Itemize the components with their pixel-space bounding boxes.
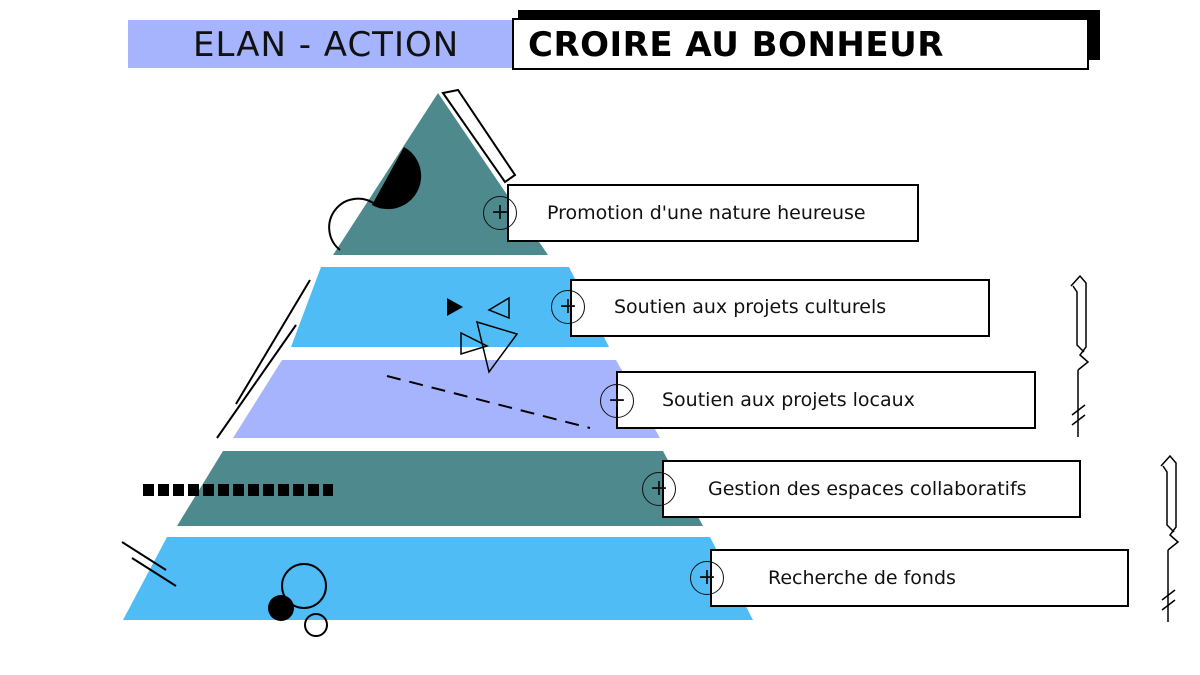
square-dots-decor bbox=[143, 484, 333, 496]
pyramid-level-5-shape bbox=[123, 537, 753, 620]
plus-circle-icon[interactable]: + bbox=[600, 384, 634, 418]
pyramid-level-3-shape bbox=[233, 360, 660, 438]
level-box-4 bbox=[662, 460, 1081, 518]
dashed-line-decor bbox=[386, 375, 591, 429]
plus-circle-icon[interactable]: + bbox=[551, 290, 585, 324]
plus-circle-icon[interactable]: + bbox=[483, 196, 517, 230]
level-box-2 bbox=[570, 279, 990, 337]
left-slant-line-2 bbox=[216, 324, 297, 439]
pyramid-level-4-shape bbox=[177, 451, 703, 526]
right-bracket-decor-2 bbox=[1160, 454, 1180, 622]
large-circle-decor bbox=[281, 563, 327, 609]
half-moon-fill bbox=[376, 148, 409, 204]
open-circle-decor bbox=[328, 197, 377, 251]
filled-triangle-decor bbox=[447, 298, 463, 316]
page-title-left: ELAN - ACTION bbox=[193, 25, 460, 65]
cross-line-decor-2 bbox=[131, 557, 177, 587]
level-label-1: Promotion d'une nature heureuse bbox=[547, 202, 866, 224]
level-box-5 bbox=[710, 549, 1129, 607]
left-slant-line-1 bbox=[235, 279, 311, 405]
small-circle-decor bbox=[304, 613, 328, 637]
title-left-panel bbox=[128, 20, 513, 68]
level-label-3: Soutien aux projets locaux bbox=[662, 389, 915, 411]
apex-decor-shape bbox=[441, 88, 517, 184]
level-label-4: Gestion des espaces collaboratifs bbox=[708, 478, 1027, 500]
plus-circle-icon[interactable]: + bbox=[690, 561, 724, 595]
outline-triangle-decor-1 bbox=[487, 296, 510, 320]
level-label-2: Soutien aux projets culturels bbox=[614, 296, 887, 318]
level-box-3 bbox=[616, 371, 1036, 429]
title-right-panel bbox=[512, 18, 1089, 70]
right-bracket-decor-1 bbox=[1070, 274, 1090, 437]
cross-line-decor-1 bbox=[121, 541, 167, 571]
plus-circle-icon[interactable]: + bbox=[642, 472, 676, 506]
level-label-5: Recherche de fonds bbox=[768, 567, 956, 589]
level-box-1 bbox=[507, 184, 919, 242]
outline-triangle-decor-3 bbox=[460, 331, 490, 356]
page-title-right: CROIRE AU BONHEUR bbox=[528, 25, 944, 65]
filled-circle-decor bbox=[268, 595, 294, 621]
